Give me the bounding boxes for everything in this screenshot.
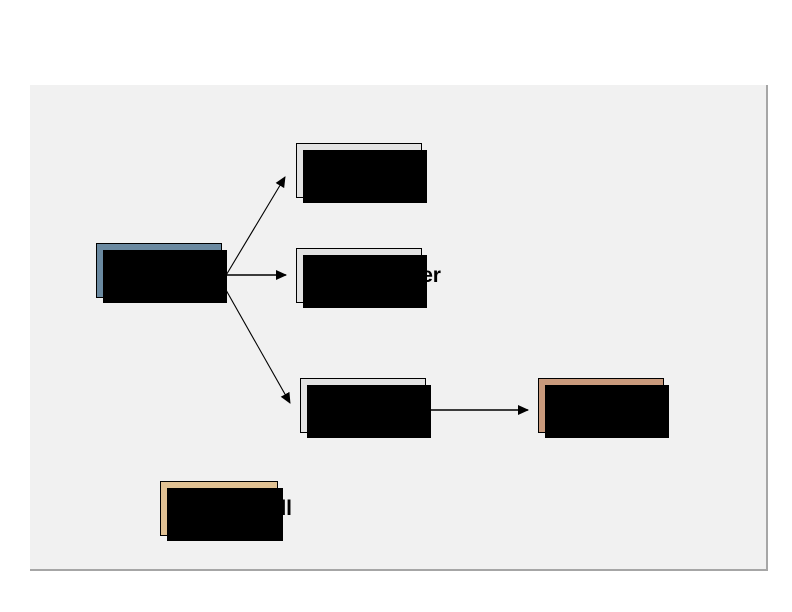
node-tmethodcall[interactable]: TMethodCall: [160, 481, 292, 541]
node-tclass[interactable]: TClass: [96, 243, 227, 303]
node-tmethodcall-label: TMethodCall: [168, 496, 292, 520]
node-tmethod-label: TMethod: [319, 393, 407, 417]
node-shadow: [303, 255, 427, 308]
node-tmethodarg-label: TMethodArg: [546, 393, 668, 417]
node-tdatamember[interactable]: TDataMember: [296, 248, 441, 308]
node-shadow: [303, 150, 427, 203]
node-shadow: [545, 385, 669, 438]
node-tmethodarg[interactable]: TMethodArg: [538, 378, 669, 438]
node-shadow: [307, 385, 431, 438]
node-tclass-label: TClass: [125, 258, 193, 282]
node-tbaseclass-label: TBaseClass: [304, 158, 422, 182]
node-tmethod[interactable]: TMethod: [300, 378, 431, 438]
node-shadow: [103, 250, 227, 303]
node-tbaseclass[interactable]: TBaseClass: [296, 143, 427, 203]
node-tdatamember-label: TDataMember: [304, 263, 441, 287]
node-shadow: [167, 488, 283, 541]
